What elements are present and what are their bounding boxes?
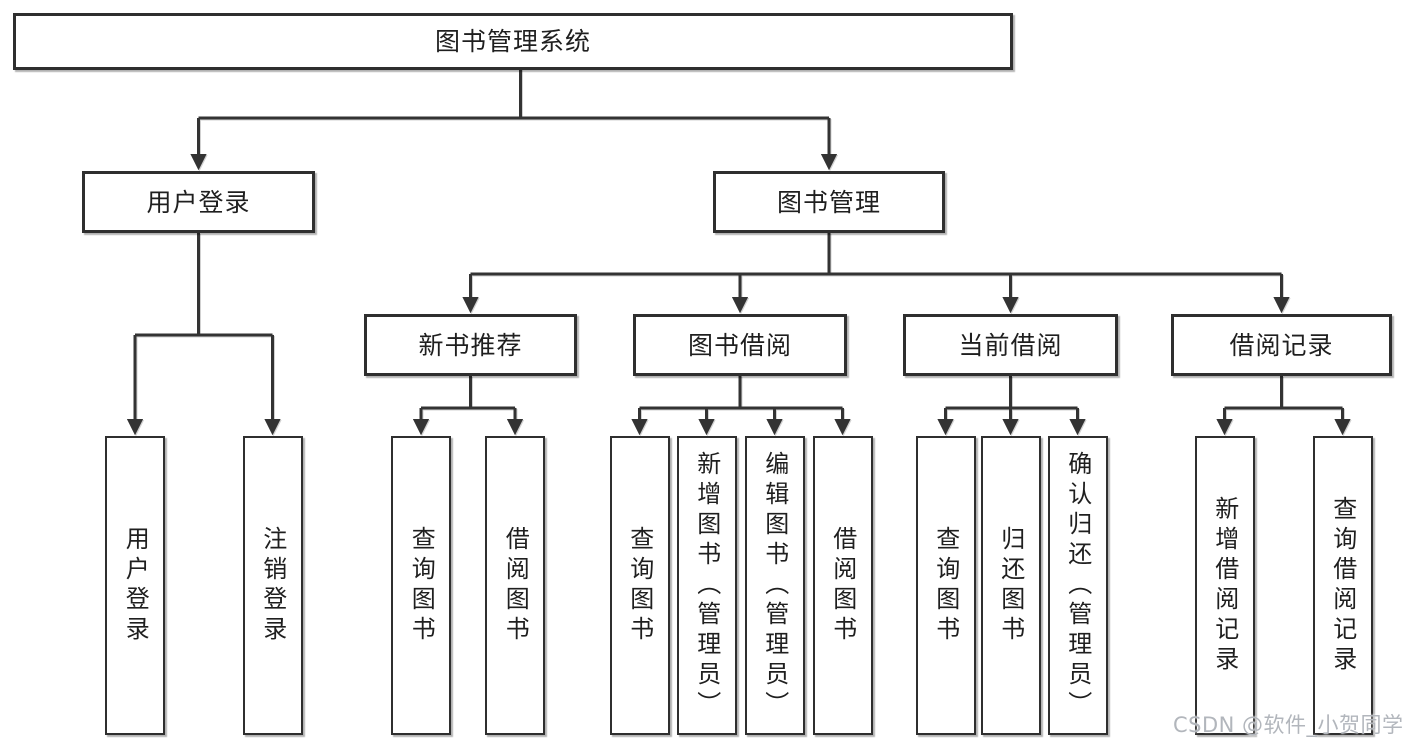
node-current-borrowing: 当前借阅 — [903, 314, 1118, 376]
node-label: 借阅记录 — [1229, 330, 1334, 360]
leaf-confirm-return-admin: 确认归还（管理员） — [1047, 436, 1108, 735]
node-label: 新书推荐 — [418, 330, 523, 360]
leaf-label: 注销登录 — [258, 525, 287, 646]
leaf-label: 借阅图书 — [501, 525, 530, 646]
leaf-label: 确认归还（管理员） — [1063, 450, 1092, 721]
leaf-query-books-borrow: 查询图书 — [609, 436, 670, 735]
node-new-book-recommendation: 新书推荐 — [364, 314, 577, 376]
leaf-label: 查询借阅记录 — [1328, 495, 1357, 676]
leaf-label: 查询图书 — [931, 525, 960, 646]
leaf-edit-books-admin: 编辑图书（管理员） — [744, 436, 805, 735]
leaf-add-borrow-record: 新增借阅记录 — [1194, 436, 1255, 735]
node-label: 图书管理 — [776, 187, 881, 217]
leaf-user-login: 用户登录 — [105, 436, 165, 735]
leaf-query-borrow-record: 查询借阅记录 — [1312, 436, 1373, 735]
leaf-label: 编辑图书（管理员） — [760, 450, 789, 721]
node-label: 图书借阅 — [687, 330, 792, 360]
csdn-watermark: CSDN @软件_小贺同学 — [1173, 713, 1404, 737]
leaf-query-books-current: 查询图书 — [915, 436, 976, 735]
node-label: 图书管理系统 — [434, 27, 591, 56]
leaf-borrow-books: 借阅图书 — [812, 436, 873, 735]
leaf-logout: 注销登录 — [242, 436, 303, 735]
node-borrowing-records: 借阅记录 — [1171, 314, 1392, 376]
leaf-add-books-admin: 新增图书（管理员） — [676, 436, 737, 735]
node-book-borrowing: 图书借阅 — [633, 314, 847, 376]
leaf-label: 查询图书 — [407, 525, 436, 646]
node-label: 当前借阅 — [958, 330, 1063, 360]
leaf-label: 借阅图书 — [828, 525, 857, 646]
leaf-query-books-recommend: 查询图书 — [391, 436, 451, 735]
leaf-return-books: 归还图书 — [980, 436, 1041, 735]
leaf-borrow-books-recommend: 借阅图书 — [485, 436, 545, 735]
leaf-label: 用户登录 — [121, 525, 150, 646]
node-book-management: 图书管理 — [713, 171, 945, 233]
node-user-login: 用户登录 — [82, 171, 315, 233]
leaf-label: 新增借阅记录 — [1210, 495, 1239, 676]
node-library-management-system: 图书管理系统 — [13, 13, 1013, 70]
node-label: 用户登录 — [146, 187, 251, 217]
leaf-label: 归还图书 — [996, 525, 1025, 646]
leaf-label: 查询图书 — [625, 525, 654, 646]
leaf-label: 新增图书（管理员） — [692, 450, 721, 721]
